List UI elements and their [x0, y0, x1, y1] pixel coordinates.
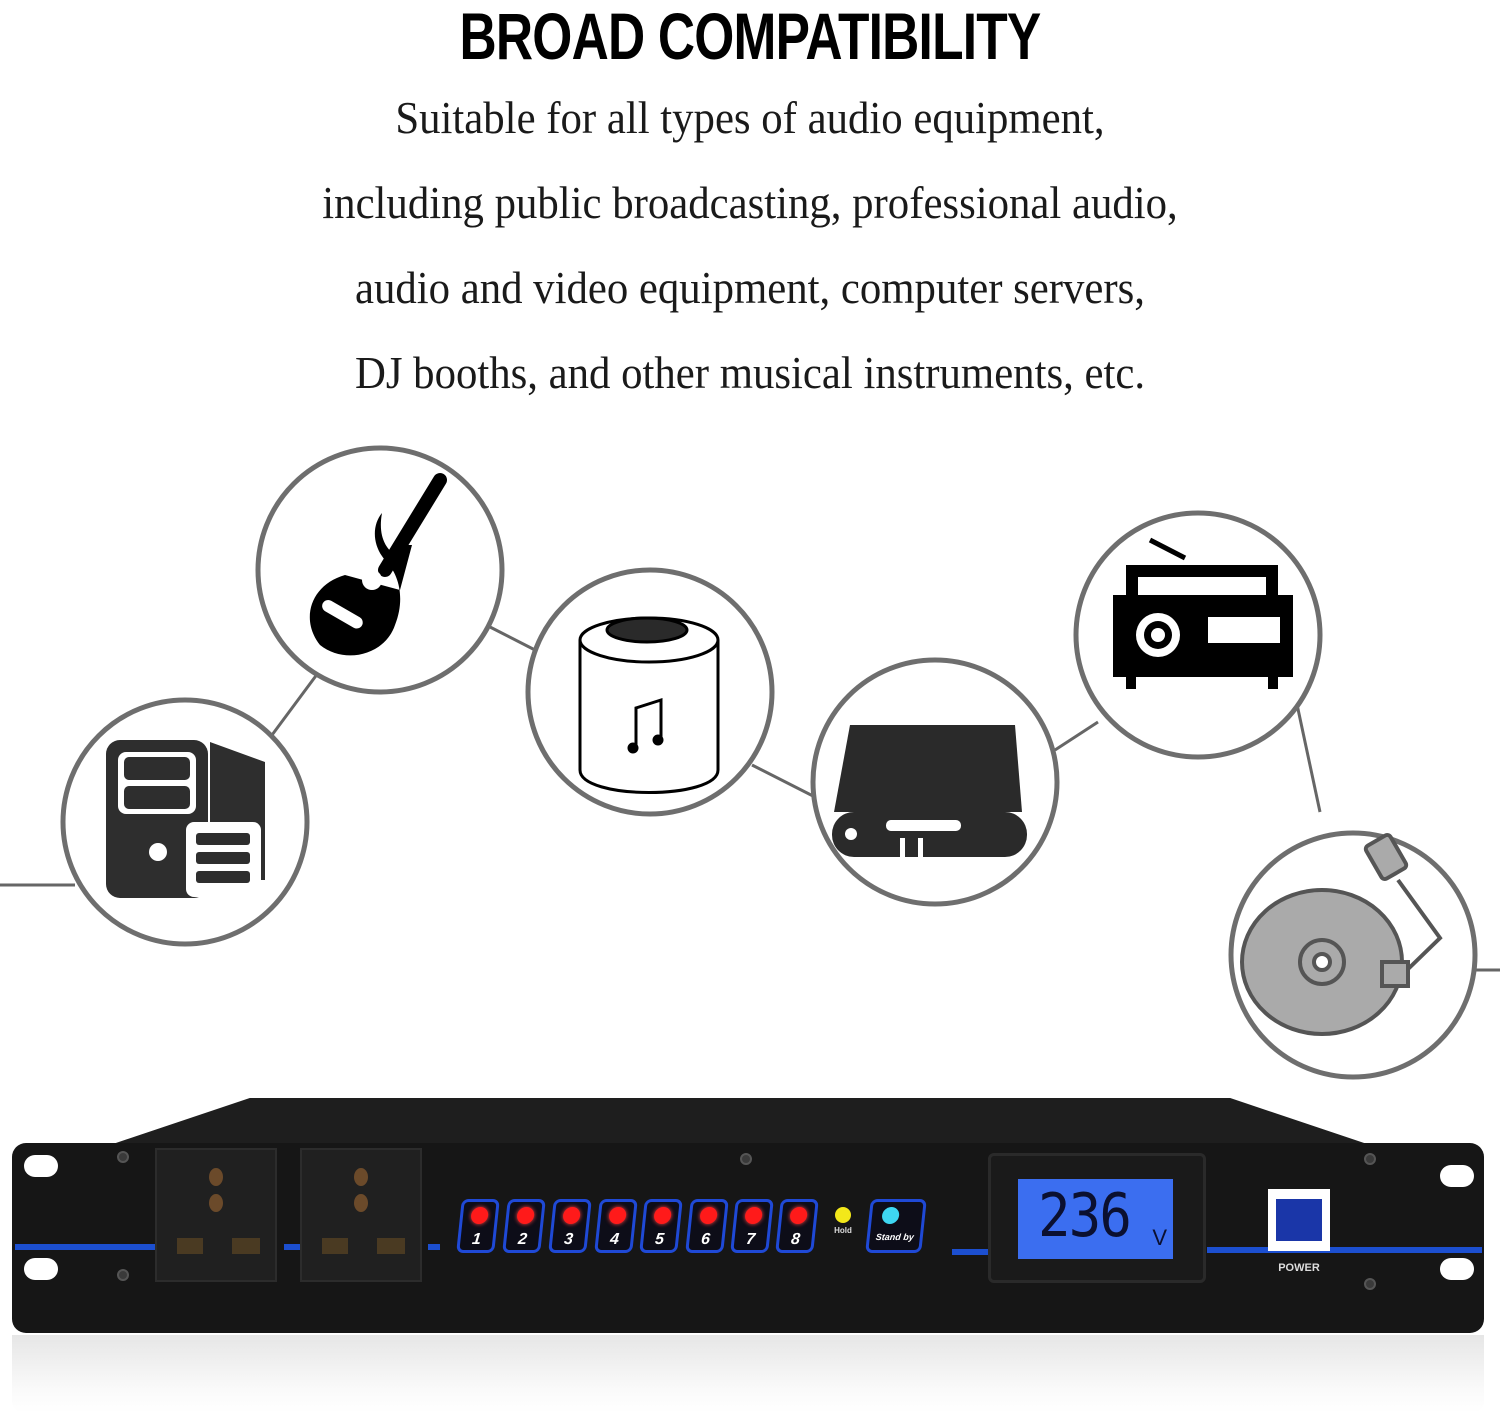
power-sequencer-device: 1 2 3 4 5 6 7 8 Hold Stand by 236 V POWE… — [0, 1090, 1500, 1413]
screw-icon — [1364, 1278, 1376, 1290]
channel-button-2[interactable]: 2 — [502, 1199, 546, 1253]
standby-led — [881, 1207, 900, 1224]
rack-ear-hole — [24, 1155, 58, 1177]
channel-button-5[interactable]: 5 — [639, 1199, 683, 1253]
turntable-icon — [1240, 833, 1443, 1036]
accent-stripe — [284, 1244, 302, 1250]
accent-stripe — [1207, 1247, 1482, 1253]
channel-led — [789, 1207, 808, 1224]
channel-led — [699, 1207, 718, 1224]
hard-drive-icon — [832, 725, 1027, 858]
power-button[interactable] — [1268, 1189, 1330, 1251]
device-top-lid — [95, 1098, 1385, 1150]
standby-button[interactable]: Stand by — [865, 1199, 927, 1253]
power-outlet-1 — [155, 1148, 277, 1282]
radio-icon — [1113, 537, 1293, 689]
channel-led — [562, 1207, 581, 1224]
channel-button-1[interactable]: 1 — [456, 1199, 500, 1253]
channel-led — [516, 1207, 535, 1224]
voltage-display: 236 V — [1018, 1179, 1173, 1259]
device-reflection — [12, 1335, 1484, 1413]
accent-stripe — [15, 1244, 157, 1250]
channel-button-6[interactable]: 6 — [685, 1199, 729, 1253]
description-line-4: DJ booths, and other musical instruments… — [354, 347, 1146, 398]
screw-icon — [117, 1151, 129, 1163]
standby-label: Stand by — [875, 1232, 915, 1242]
description-line-1: Suitable for all types of audio equipmen… — [395, 92, 1105, 143]
hold-label: Hold — [834, 1226, 852, 1235]
accent-stripe — [428, 1244, 440, 1250]
voltage-unit: V — [1152, 1225, 1167, 1250]
screw-icon — [117, 1269, 129, 1281]
device-network-diagram — [0, 445, 1500, 1080]
description-line-3: audio and video equipment, computer serv… — [354, 262, 1146, 313]
screw-icon — [1364, 1153, 1376, 1165]
channel-led — [653, 1207, 672, 1224]
power-button-face — [1276, 1199, 1322, 1241]
accent-stripe — [952, 1249, 988, 1255]
channel-button-8[interactable]: 8 — [775, 1199, 819, 1253]
power-outlet-2 — [300, 1148, 422, 1282]
channel-led — [608, 1207, 627, 1224]
voltage-value: 236 — [1038, 1181, 1132, 1251]
screw-icon — [740, 1153, 752, 1165]
description-line-2: including public broadcasting, professio… — [322, 177, 1178, 228]
rack-ear-hole — [1440, 1258, 1474, 1280]
rack-ear-hole — [24, 1258, 58, 1280]
smart-speaker-icon — [578, 616, 720, 794]
channel-button-7[interactable]: 7 — [730, 1199, 774, 1253]
computer-server-icon — [106, 740, 265, 898]
channel-led — [470, 1207, 489, 1224]
channel-button-3[interactable]: 3 — [548, 1199, 592, 1253]
rack-ear-hole — [1440, 1165, 1474, 1187]
guitar-icon — [309, 473, 447, 656]
channel-led — [744, 1207, 763, 1224]
headline: BROAD COMPATIBILITY — [459, 0, 1042, 73]
channel-button-4[interactable]: 4 — [594, 1199, 638, 1253]
hold-indicator-led — [835, 1207, 851, 1223]
device-front-panel: 1 2 3 4 5 6 7 8 Hold Stand by 236 V POWE… — [12, 1143, 1484, 1333]
power-label: POWER — [1278, 1262, 1320, 1274]
